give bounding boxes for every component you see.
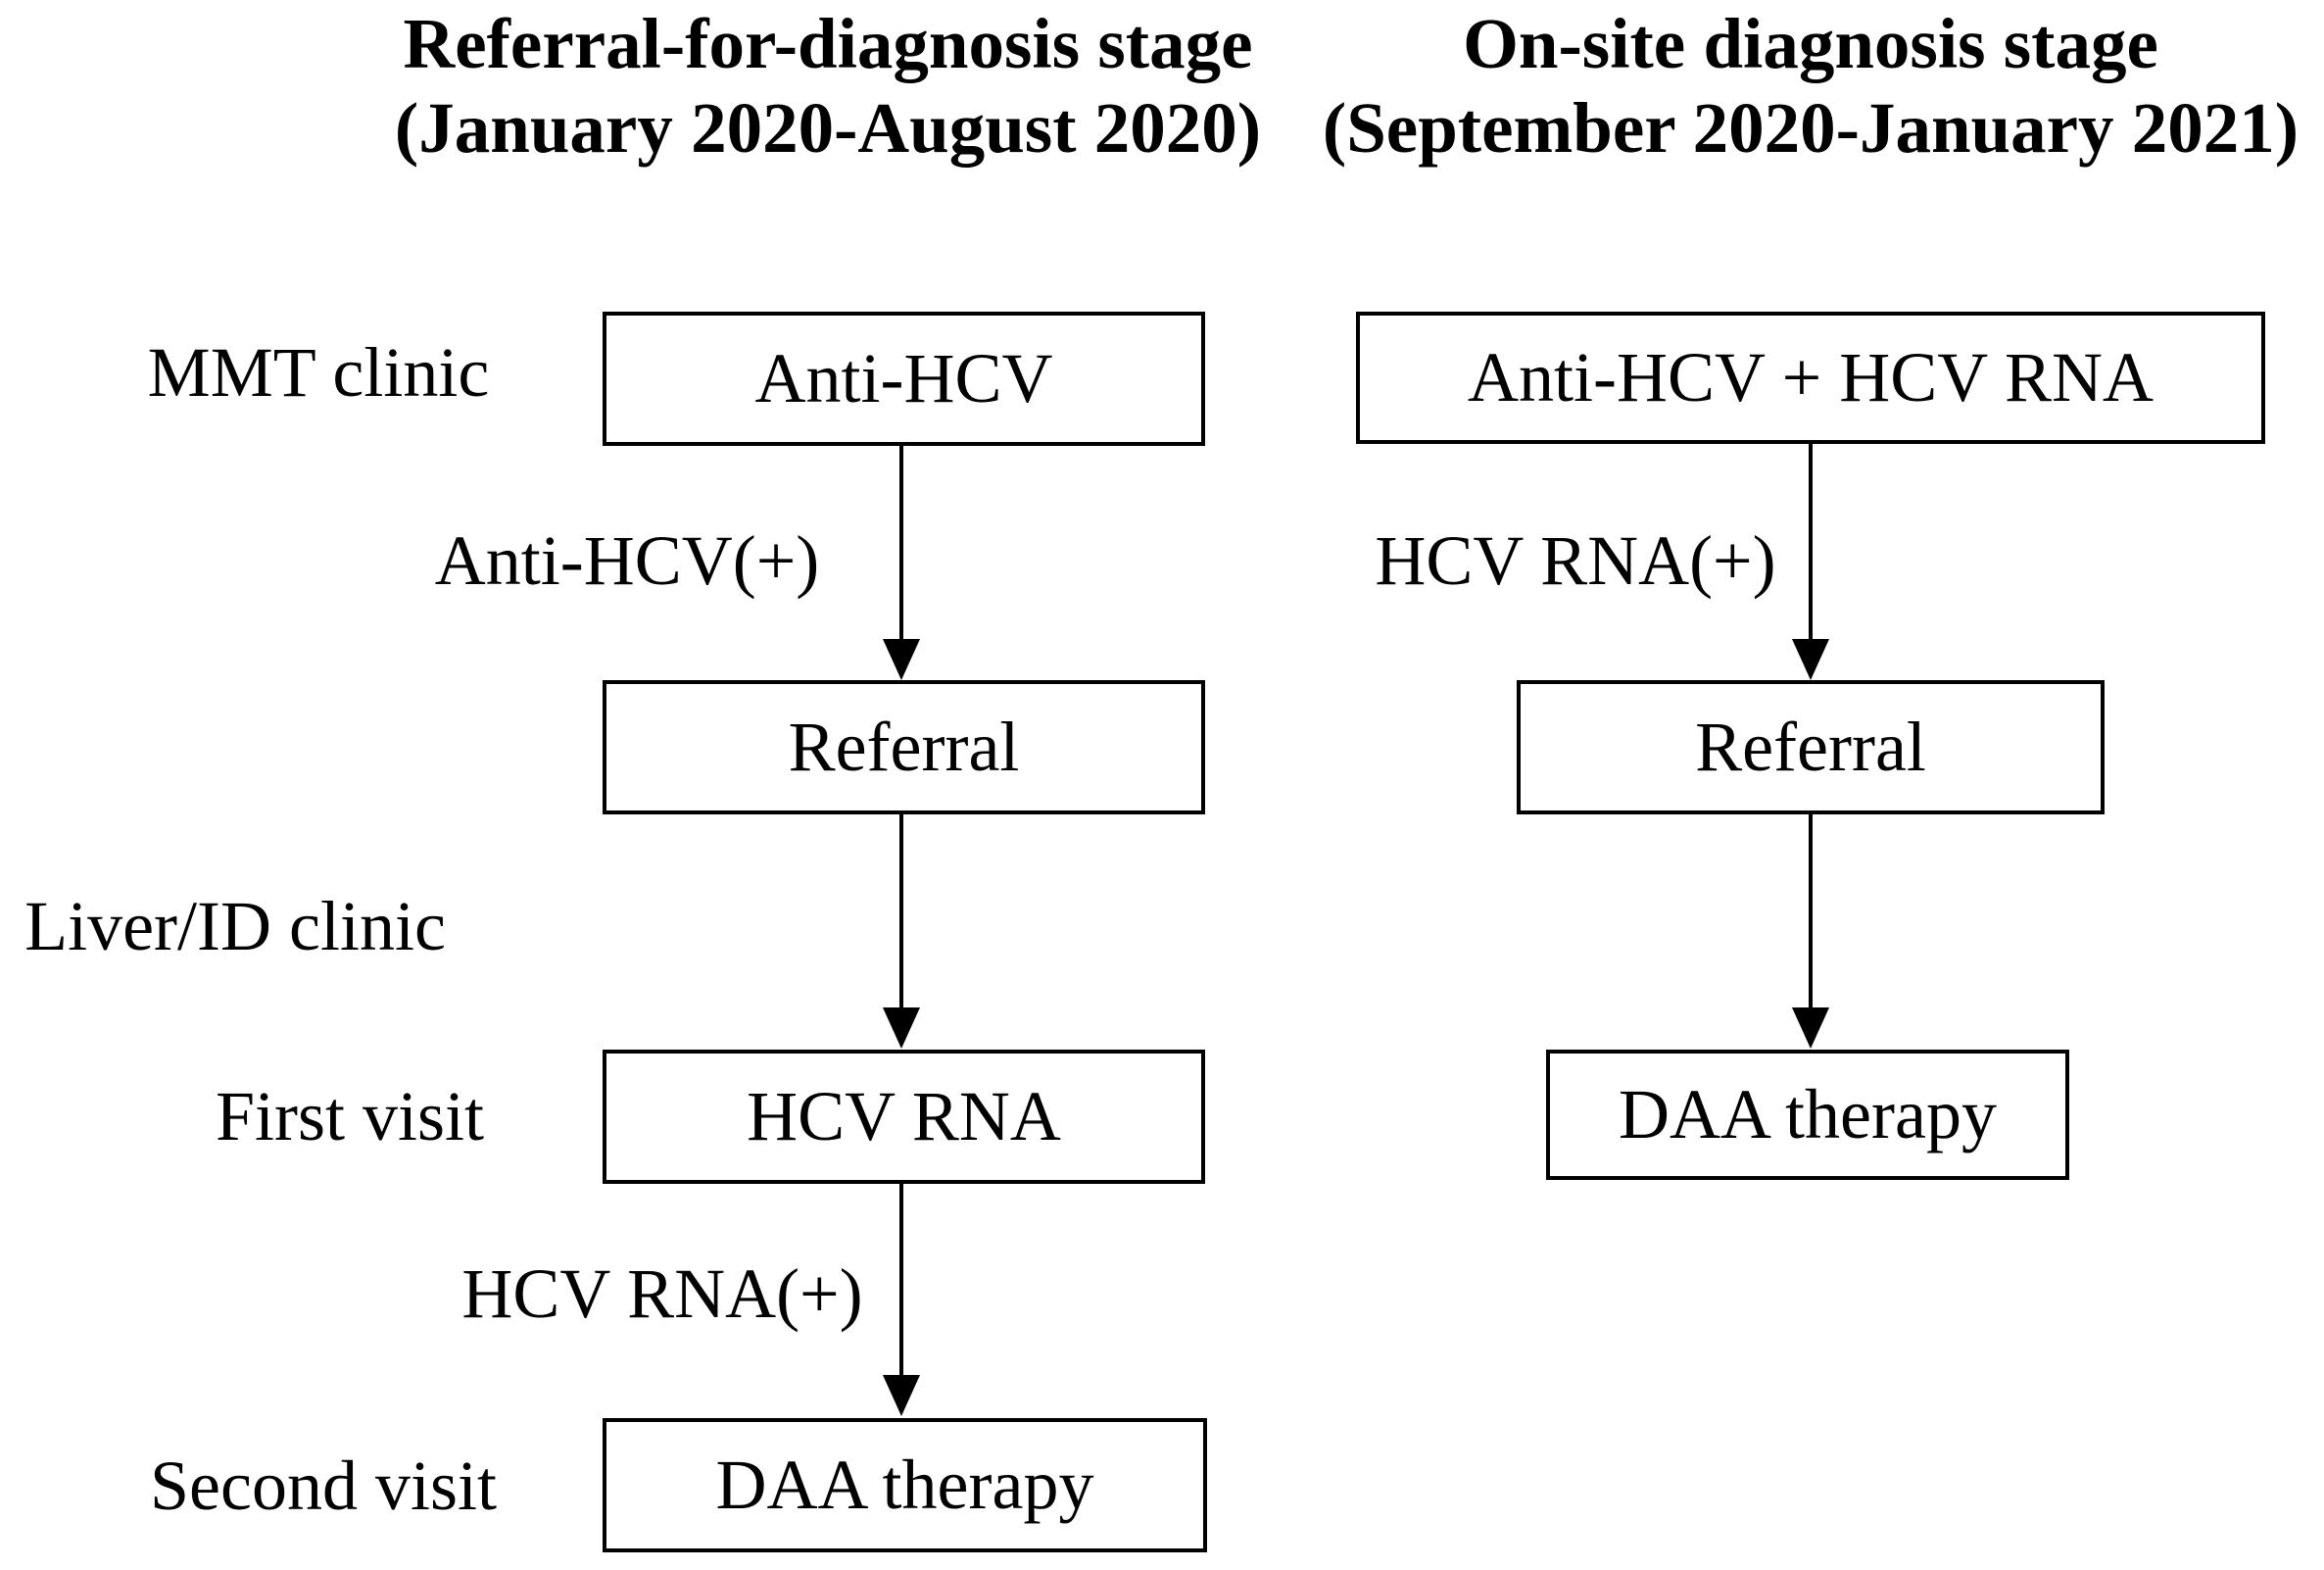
daa-therapy-box-right-label: DAA therapy — [1619, 1075, 1997, 1153]
hcv-rna-box-label: HCV RNA — [747, 1077, 1061, 1155]
first-visit-label: First visit — [215, 1077, 485, 1155]
second-visit-label: Second visit — [150, 1447, 497, 1525]
hcv-rna-box: HCV RNA — [603, 1050, 1205, 1184]
arrowhead-down-icon — [883, 1007, 920, 1049]
hcv-rna-positive-label-left: HCV RNA(+) — [461, 1254, 863, 1333]
right-stage-header-line1: On-site diagnosis stage — [1463, 4, 2158, 83]
left-stage-header-line2: (January 2020-August 2020) — [394, 88, 1262, 168]
referral-box-right-label: Referral — [1695, 708, 1926, 786]
mmt-clinic-label: MMT clinic — [147, 333, 490, 412]
right-stage-header: On-site diagnosis stage (September 2020-… — [1323, 2, 2299, 171]
arrowhead-down-icon — [883, 1375, 920, 1416]
arrowhead-down-icon — [1792, 1007, 1829, 1049]
arrow-line — [899, 1184, 903, 1378]
liver-id-clinic-label: Liver/ID clinic — [24, 887, 446, 965]
anti-hcv-box: Anti-HCV — [603, 312, 1205, 446]
referral-box-left: Referral — [603, 680, 1205, 814]
referral-box-left-label: Referral — [788, 708, 1020, 786]
daa-therapy-box-left: DAA therapy — [603, 1418, 1207, 1552]
arrow-line — [899, 814, 903, 1010]
arrow-line — [1809, 814, 1813, 1010]
daa-therapy-box-right: DAA therapy — [1546, 1050, 2069, 1180]
right-stage-header-line2: (September 2020-January 2021) — [1322, 88, 2300, 168]
arrow-line — [899, 446, 903, 642]
anti-hcv-plus-rna-box: Anti-HCV + HCV RNA — [1356, 312, 2265, 444]
anti-hcv-box-label: Anti-HCV — [754, 339, 1053, 417]
left-stage-header: Referral-for-diagnosis stage (January 20… — [395, 2, 1261, 171]
daa-therapy-box-left-label: DAA therapy — [715, 1446, 1094, 1524]
arrowhead-down-icon — [1792, 639, 1829, 680]
arrow-line — [1809, 444, 1813, 642]
referral-box-right: Referral — [1517, 680, 2105, 814]
hcv-rna-positive-label-right: HCV RNA(+) — [1375, 521, 1776, 600]
anti-hcv-positive-label: Anti-HCV(+) — [434, 521, 820, 600]
anti-hcv-plus-rna-box-label: Anti-HCV + HCV RNA — [1467, 338, 2155, 417]
left-stage-header-line1: Referral-for-diagnosis stage — [403, 4, 1253, 83]
arrowhead-down-icon — [883, 639, 920, 680]
